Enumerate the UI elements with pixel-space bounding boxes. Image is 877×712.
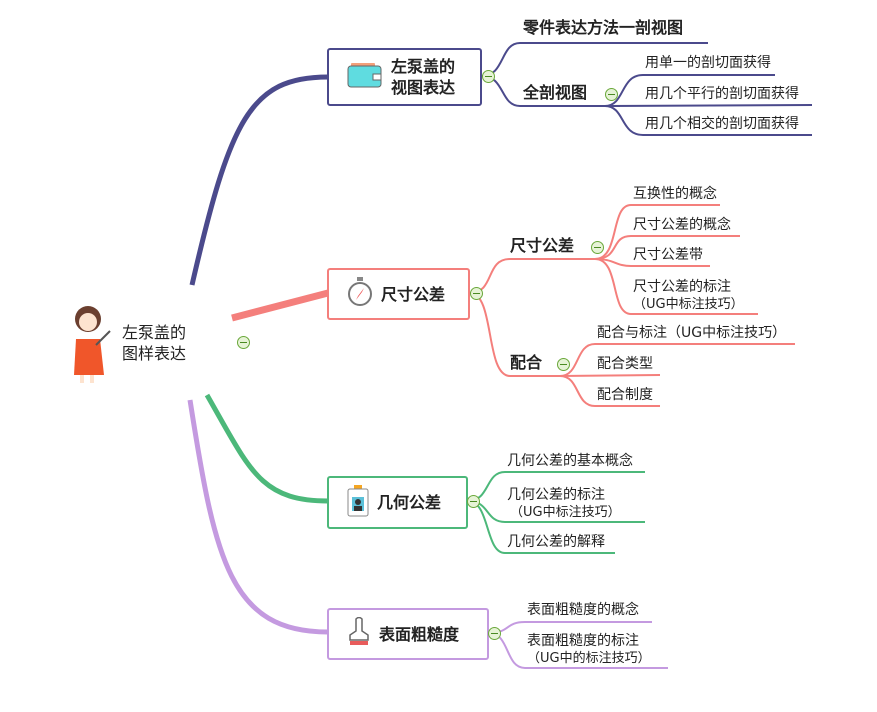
leaf-topic[interactable]: 尺寸公差带 xyxy=(633,247,703,263)
collapse-toggle-fit[interactable] xyxy=(557,358,570,371)
collapse-toggle-dimension[interactable] xyxy=(470,287,483,300)
leaf-line2: （UG中标注技巧） xyxy=(510,505,621,520)
topic-geometric-tolerance[interactable]: 几何公差 xyxy=(327,476,468,529)
branch-line-surf xyxy=(187,399,329,635)
compass-icon xyxy=(347,277,373,311)
subtopic-dimension-tolerance[interactable]: 尺寸公差 xyxy=(510,236,575,255)
subtopic-section-view-methods[interactable]: 零件表达方法一剖视图 xyxy=(523,18,684,37)
topic-view-expression[interactable]: 左泵盖的视图表达 xyxy=(327,48,482,106)
leaf-topic[interactable]: 尺寸公差的标注 （UG中标注技巧） xyxy=(633,279,744,313)
wallet-icon xyxy=(347,62,383,92)
collapse-toggle-full-section[interactable] xyxy=(605,88,618,101)
topic-label: 尺寸公差 xyxy=(381,284,446,304)
id-badge-icon xyxy=(347,484,369,521)
leaf-line2: （UG中的标注技巧） xyxy=(527,651,651,666)
topic-dimension-tolerance[interactable]: 尺寸公差 xyxy=(327,268,470,320)
leaf-topic[interactable]: 几何公差的解释 xyxy=(507,534,605,550)
leaf-topic[interactable]: 配合制度 xyxy=(597,387,653,403)
stamp-icon xyxy=(347,616,371,651)
leaf-line1: 表面粗糙度的标注 xyxy=(527,633,639,649)
subtopic-fit[interactable]: 配合 xyxy=(510,353,543,372)
leaf-topic[interactable]: 用单一的剖切面获得 xyxy=(645,55,771,71)
collapse-toggle-view[interactable] xyxy=(482,70,495,83)
topic-label: 几何公差 xyxy=(377,493,442,512)
root-topic[interactable]: 左泵盖的 图样表达 xyxy=(122,322,186,364)
leaf-line2: （UG中标注技巧） xyxy=(633,297,744,312)
collapse-toggle-dim-sub[interactable] xyxy=(591,241,604,254)
leaf-topic[interactable]: 几何公差的基本概念 xyxy=(507,453,633,469)
leaf-line1: 尺寸公差的标注 xyxy=(633,279,731,295)
leaf-topic[interactable]: 表面粗糙度的标注 （UG中的标注技巧） xyxy=(527,633,651,667)
leaf-line1: 几何公差的标注 xyxy=(507,487,605,503)
topic-surface-roughness[interactable]: 表面粗糙度 xyxy=(327,608,489,660)
root-label-line2: 图样表达 xyxy=(122,344,187,363)
leaf-topic[interactable]: 配合与标注（UG中标注技巧） xyxy=(597,325,787,341)
leaf-topic[interactable]: 几何公差的标注 （UG中标注技巧） xyxy=(507,487,621,521)
subtopic-full-section-view[interactable]: 全剖视图 xyxy=(523,83,588,102)
leaf-topic[interactable]: 配合类型 xyxy=(597,356,653,372)
topic-label: 表面粗糙度 xyxy=(379,624,460,644)
leaf-topic[interactable]: 尺寸公差的概念 xyxy=(633,217,731,233)
leaf-topic[interactable]: 互换性的概念 xyxy=(633,186,717,202)
topic-label-line2: 视图表达 xyxy=(391,78,456,97)
leaf-topic[interactable]: 用几个平行的剖切面获得 xyxy=(645,86,799,102)
collapse-toggle-surface[interactable] xyxy=(488,627,501,640)
branch-line-dim xyxy=(231,289,329,322)
teacher-illustration-icon xyxy=(68,303,112,385)
branch-line-geo xyxy=(204,393,329,504)
leaf-topic[interactable]: 表面粗糙度的概念 xyxy=(527,602,639,618)
branch-line-view xyxy=(189,74,329,286)
root-label-line1: 左泵盖的 xyxy=(122,323,187,342)
leaf-topic[interactable]: 用几个相交的剖切面获得 xyxy=(645,116,799,132)
collapse-toggle-root[interactable] xyxy=(237,336,250,349)
topic-label-line1: 左泵盖的 xyxy=(391,57,456,76)
collapse-toggle-geometric[interactable] xyxy=(467,495,480,508)
